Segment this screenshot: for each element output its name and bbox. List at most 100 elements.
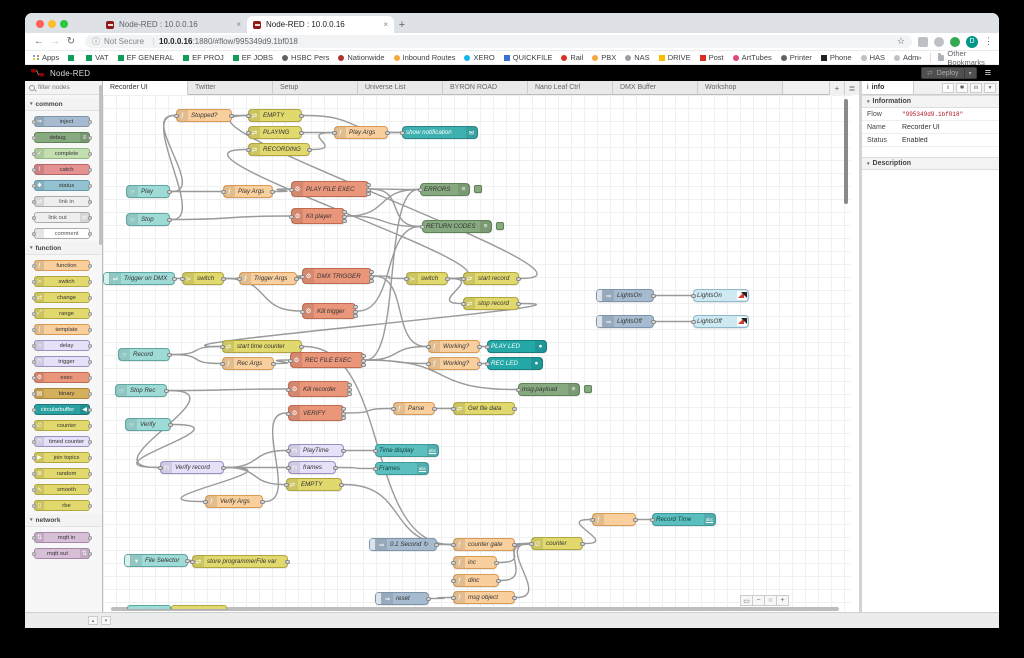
flow-node-recording[interactable]: ⇄RECORDING xyxy=(246,143,312,156)
bookmark-item-ef-proj[interactable]: EF PROJ xyxy=(183,53,224,62)
output-port[interactable] xyxy=(88,456,92,460)
add-flow-button[interactable]: + xyxy=(829,81,844,95)
wire[interactable] xyxy=(373,275,427,348)
flow-node-playfileexec[interactable]: ⚙PLAY FILE EXEC xyxy=(289,181,371,197)
output-port[interactable] xyxy=(339,483,344,487)
wire[interactable] xyxy=(275,359,289,365)
input-port[interactable] xyxy=(32,360,36,364)
sidebar-more-caret[interactable]: ▾ xyxy=(984,82,996,93)
output-port[interactable] xyxy=(285,560,290,564)
bookmark-item-quickfile[interactable]: QUICKFILE xyxy=(503,53,552,62)
flow-node-killtrigger[interactable]: ⚙Kill trigger xyxy=(300,303,358,319)
flow-node-verifyrecord[interactable]: ⊓Verify record xyxy=(158,461,226,474)
other-bookmarks-button[interactable]: Other Bookmarks xyxy=(947,48,985,67)
output-port[interactable] xyxy=(221,277,226,281)
output-port[interactable] xyxy=(88,472,92,476)
canvas-horizontal-scrollbar[interactable] xyxy=(111,607,839,611)
palette-node-join-topics[interactable]: ▶join topics xyxy=(32,452,92,463)
palette-node-binary[interactable]: ▤binary xyxy=(32,388,92,399)
back-button[interactable]: ← xyxy=(34,36,44,47)
flow-node-shownotif[interactable]: show notification✉ xyxy=(400,126,478,139)
inject-button[interactable] xyxy=(376,593,382,604)
input-port[interactable] xyxy=(32,216,36,220)
flow-node-sliver2[interactable] xyxy=(171,605,227,609)
output-port[interactable] xyxy=(294,277,299,281)
debug-toggle-button[interactable] xyxy=(496,222,504,230)
chrome-menu-icon[interactable]: ⋮ xyxy=(984,36,993,46)
input-port[interactable] xyxy=(221,190,226,194)
input-port[interactable] xyxy=(404,277,409,281)
output-port[interactable] xyxy=(88,280,92,284)
wire[interactable] xyxy=(448,277,463,305)
palette-scroll-down-button[interactable]: ▾ xyxy=(101,616,111,625)
flow-node-startrecord[interactable]: ⇄start record xyxy=(461,272,521,285)
output-port[interactable] xyxy=(369,270,374,274)
input-port[interactable] xyxy=(220,345,225,349)
palette-node-random[interactable]: ≣random xyxy=(32,468,92,479)
input-port[interactable] xyxy=(691,294,696,298)
output-port[interactable] xyxy=(88,152,92,156)
flow-node-lightsoff_inj[interactable]: ⇒LightsOff xyxy=(596,315,656,328)
input-port[interactable] xyxy=(288,358,293,363)
input-port[interactable] xyxy=(451,596,456,600)
flow-node-getfiledata[interactable]: ⇄Get file data xyxy=(451,402,517,415)
output-port[interactable] xyxy=(366,183,371,187)
input-port[interactable] xyxy=(451,407,456,411)
input-port[interactable] xyxy=(300,309,305,314)
palette-node-timed-counter[interactable]: ⊓timed counter xyxy=(32,436,92,447)
input-port[interactable] xyxy=(286,466,291,470)
wire[interactable] xyxy=(516,542,530,599)
bookmark-item-ef-jobs[interactable]: EF JOBS xyxy=(232,53,273,62)
flow-node-verifybtn[interactable]: ☞Verify xyxy=(125,418,173,431)
flow-node-empty1[interactable]: ⇄EMPTY xyxy=(246,109,304,122)
output-port[interactable] xyxy=(88,200,92,204)
output-port[interactable] xyxy=(651,320,656,324)
output-port[interactable] xyxy=(88,392,92,396)
wire[interactable] xyxy=(171,215,290,221)
inject-button[interactable] xyxy=(104,273,110,284)
output-port[interactable] xyxy=(88,552,92,556)
wire[interactable] xyxy=(180,466,249,503)
flow-node-kitplayer[interactable]: ⚙Kit player xyxy=(289,208,347,224)
input-port[interactable] xyxy=(246,114,251,118)
flow-list-button[interactable]: ≣ xyxy=(844,81,859,95)
flow-node-playled[interactable]: PLAY LED● xyxy=(485,340,547,353)
wire[interactable] xyxy=(346,215,421,228)
input-port[interactable] xyxy=(246,148,251,152)
input-port[interactable] xyxy=(32,408,36,412)
input-port[interactable] xyxy=(373,449,378,453)
output-port[interactable] xyxy=(271,362,276,366)
bookmark-item-inbound-routes[interactable]: Inbound Routes xyxy=(393,53,455,62)
output-port[interactable] xyxy=(299,345,304,349)
output-port[interactable] xyxy=(88,312,92,316)
palette-node-link-out[interactable]: link out⇄ xyxy=(32,212,92,223)
output-port[interactable] xyxy=(167,353,172,357)
input-port[interactable] xyxy=(400,131,405,135)
flow-tab-workshop[interactable]: Workshop xyxy=(698,81,783,94)
extension-icon-2[interactable] xyxy=(934,36,944,47)
flow-node-returncodes[interactable]: RETURN CODES≡ xyxy=(420,220,492,233)
input-port[interactable] xyxy=(391,407,396,411)
wire[interactable] xyxy=(229,114,538,280)
wire[interactable] xyxy=(365,345,427,361)
input-port[interactable] xyxy=(32,168,36,172)
output-port[interactable] xyxy=(88,184,92,188)
input-port[interactable] xyxy=(289,187,294,192)
flow-tab-twitter[interactable]: Twitter xyxy=(188,81,273,94)
flow-tab-dmx-buffer[interactable]: DMX Buffer xyxy=(613,81,698,94)
palette-node-debug[interactable]: debug≡ xyxy=(32,132,92,143)
wire[interactable] xyxy=(162,114,184,193)
sidebar-debug-tab-icon[interactable]: ✱ xyxy=(956,82,968,93)
wire[interactable] xyxy=(171,353,221,365)
output-port[interactable] xyxy=(516,302,521,306)
tab-close-icon[interactable]: × xyxy=(383,20,388,29)
output-port[interactable] xyxy=(477,345,482,349)
security-info-icon[interactable]: ⓘ xyxy=(92,37,100,46)
output-port[interactable] xyxy=(369,274,374,279)
output-port[interactable] xyxy=(185,559,190,563)
palette-node-complete[interactable]: ✓complete xyxy=(32,148,92,159)
